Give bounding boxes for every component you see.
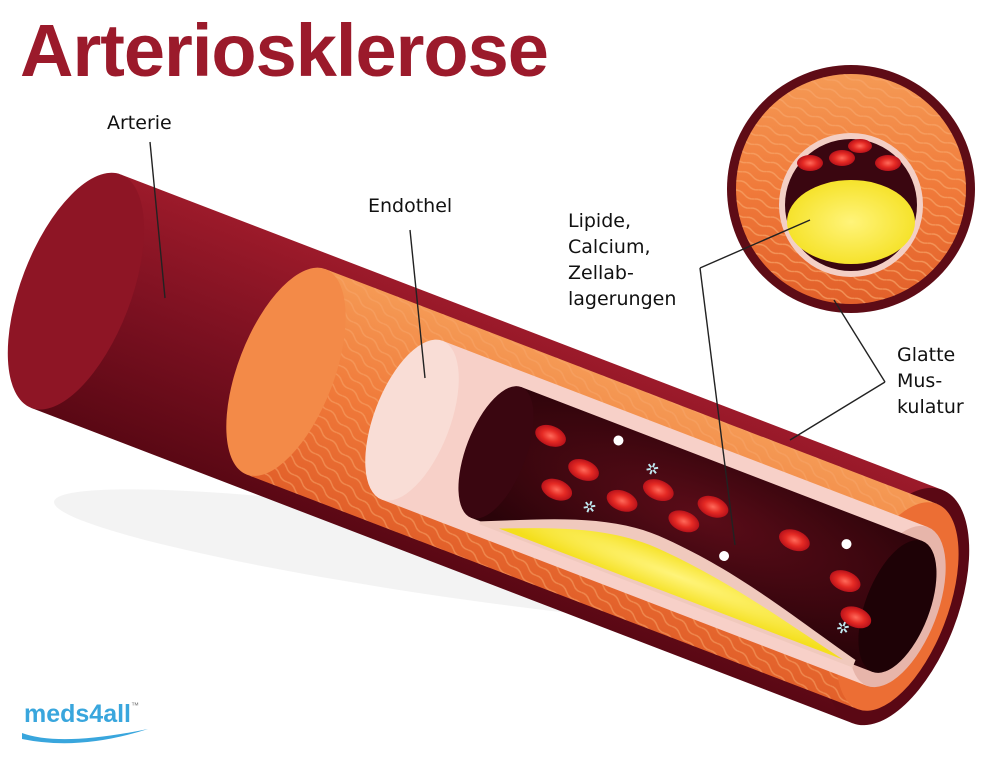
label-lipide-line: Calcium, xyxy=(568,236,651,258)
lumen-left-edge xyxy=(458,386,534,519)
blood-cell xyxy=(848,139,872,153)
label-muskulatur-line: Mus- xyxy=(897,370,943,392)
blood-cell xyxy=(642,479,674,502)
label-lipide: Lipide, Calcium, Zellab- lagerungen xyxy=(568,208,676,312)
platelet: ✲ xyxy=(643,458,662,481)
blood-cell xyxy=(875,155,901,171)
label-muskulatur-line: Glatte xyxy=(897,344,956,366)
logo-text: meds4all xyxy=(24,700,132,728)
platelet: ✲ xyxy=(580,496,599,519)
blood-cell xyxy=(779,529,810,552)
blood-cell xyxy=(568,458,599,481)
endothel-left-edge xyxy=(365,339,459,501)
blood-cells: ✲ ✲ ✲ xyxy=(535,424,872,640)
muscle-layer-left-edge xyxy=(226,267,346,476)
logo: meds4all™ xyxy=(24,702,139,727)
lumen-right-face xyxy=(858,540,937,673)
label-muskulatur: Glatte Mus- kulatur xyxy=(897,342,964,420)
leader-muskulatur-tube xyxy=(789,381,886,441)
leader-arterie xyxy=(149,141,166,299)
blood-cell xyxy=(840,606,872,629)
blood-cell xyxy=(697,495,729,518)
label-arterie: Arterie xyxy=(107,112,172,134)
outer-wall-left-cap xyxy=(7,172,145,410)
label-lipide-line: Lipide, xyxy=(568,210,631,232)
leader-muskulatur-circle xyxy=(833,299,886,383)
blood-cell xyxy=(797,155,823,171)
white-blood-cell xyxy=(719,551,730,562)
label-muskulatur-line: kulatur xyxy=(897,396,964,418)
label-endothel: Endothel xyxy=(368,195,453,217)
platelet: ✲ xyxy=(833,617,852,640)
label-lipide-line: lagerungen xyxy=(568,288,677,310)
logo-wave-icon xyxy=(22,729,148,744)
cross-section xyxy=(727,65,975,313)
artery-tube: ✲ ✲ ✲ xyxy=(7,172,970,726)
page-title: Arteriosklerose xyxy=(20,9,549,92)
white-blood-cell xyxy=(613,435,624,446)
blood-cell xyxy=(668,510,700,533)
blood-cell xyxy=(829,150,855,166)
blood-cell xyxy=(541,478,573,501)
white-blood-cell xyxy=(841,539,852,550)
plaque-core xyxy=(498,528,843,660)
blood-cell xyxy=(829,570,861,593)
blood-cell xyxy=(606,489,638,512)
leader-lipide-circle xyxy=(699,219,811,269)
leader-lines xyxy=(149,141,886,546)
logo-trademark: ™ xyxy=(131,701,140,710)
label-lipide-line: Zellab- xyxy=(568,262,634,284)
cross-section-plaque xyxy=(787,180,915,264)
leader-endothel xyxy=(409,229,426,379)
leader-lipide-plaque xyxy=(699,267,736,546)
blood-cell xyxy=(535,424,566,447)
